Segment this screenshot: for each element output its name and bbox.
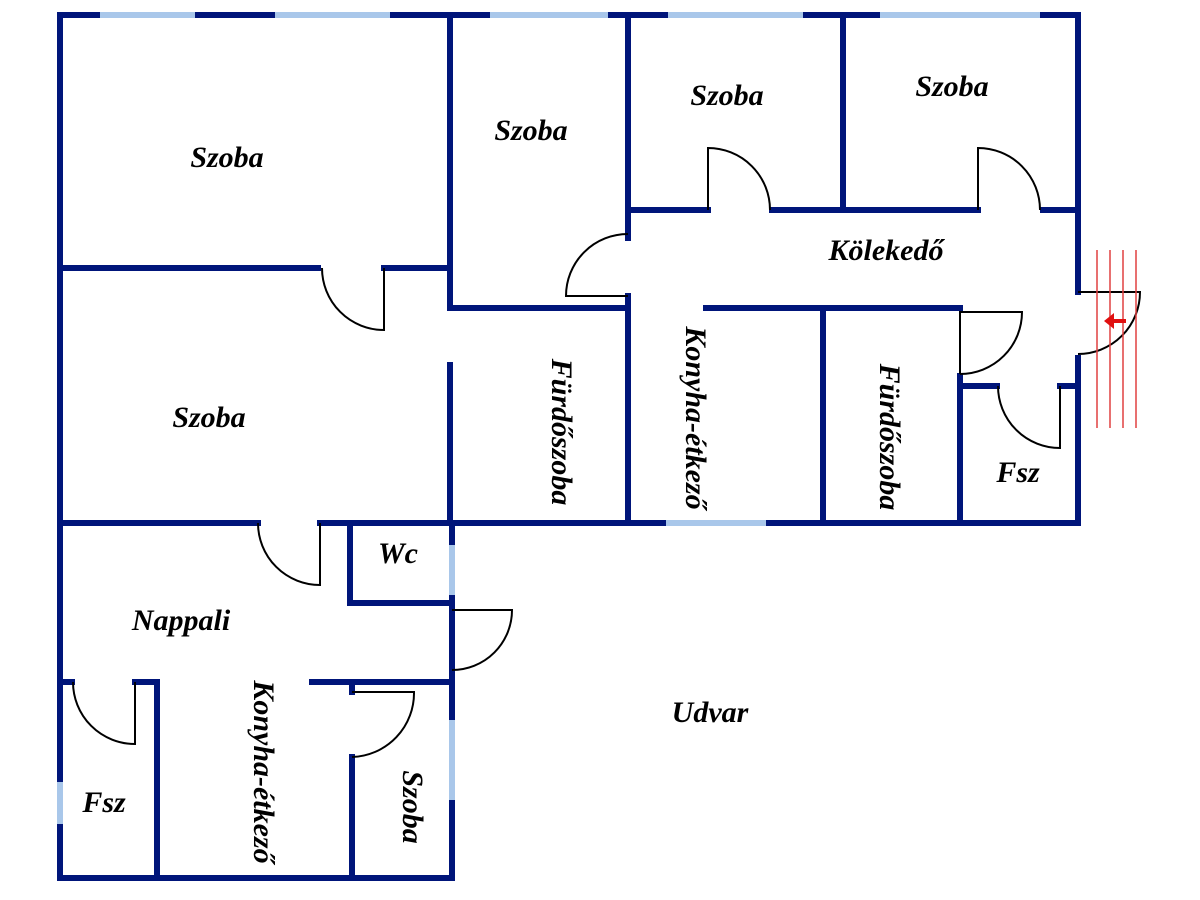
room-label-wc: Wc [378, 537, 418, 570]
door [1077, 291, 1142, 355]
room-label-udvar: Udvar [672, 696, 749, 729]
windows [57, 12, 1040, 824]
arrow-left-icon [1104, 313, 1126, 329]
room-label-konyha-etkezo: Konyha-étkező [679, 325, 712, 511]
door [451, 609, 514, 671]
room-label-szoba: Szoba [396, 770, 429, 843]
door [257, 522, 321, 587]
room-label-nappali: Nappali [131, 604, 231, 637]
room-label-kolekedo: Kölekedő [828, 234, 946, 267]
room-label-furdoszoba: Fürdőszoba [545, 358, 578, 506]
door [72, 681, 136, 746]
door [977, 146, 1041, 211]
door [321, 267, 385, 332]
entrance-marker [1096, 250, 1137, 428]
door [564, 233, 629, 297]
room-label-fsz: Fsz [995, 456, 1040, 489]
door [959, 311, 1024, 375]
room-label-szoba: Szoba [190, 141, 263, 174]
door [997, 385, 1061, 450]
room-label-konyha-etkezo: Konyha-étkező [247, 679, 280, 865]
room-labels: Szoba Szoba Szoba Szoba Kölekedő Szoba F… [81, 70, 1040, 866]
door [707, 146, 771, 211]
room-label-szoba: Szoba [915, 70, 988, 103]
room-label-szoba: Szoba [690, 79, 763, 112]
room-label-fsz: Fsz [81, 786, 126, 819]
room-label-furdoszoba: Fürdőszoba [873, 363, 906, 511]
room-label-szoba: Szoba [494, 114, 567, 147]
doors [72, 146, 1142, 758]
door [351, 691, 416, 758]
room-label-szoba: Szoba [172, 401, 245, 434]
